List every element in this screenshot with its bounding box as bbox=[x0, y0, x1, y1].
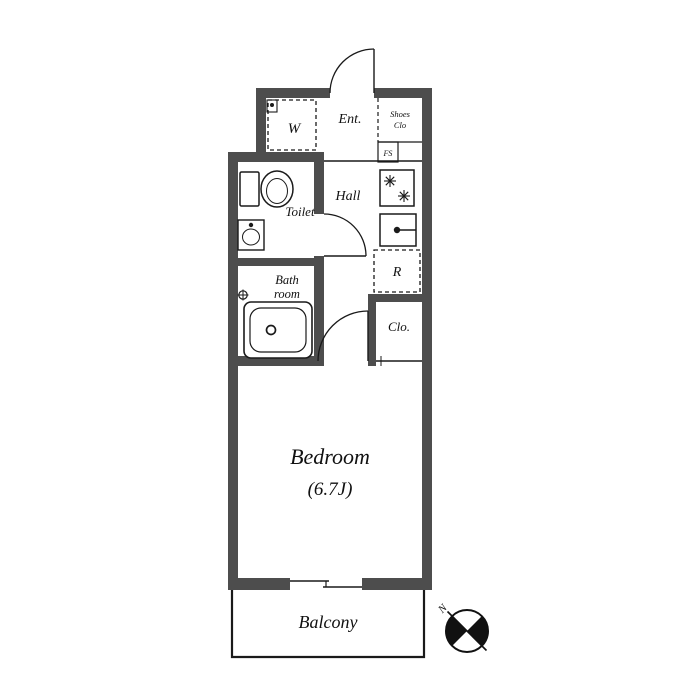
wall-segment bbox=[236, 258, 324, 266]
washer-label: W bbox=[288, 121, 302, 137]
fs-label: FS bbox=[383, 149, 393, 158]
toilet-basin-icon bbox=[237, 219, 265, 251]
kitchen: R bbox=[373, 169, 421, 293]
wall-segment bbox=[422, 88, 432, 590]
entrance-door-arc bbox=[329, 48, 375, 94]
bath-room: Bath room bbox=[237, 273, 313, 359]
wall-segment bbox=[228, 356, 320, 366]
doors bbox=[290, 48, 422, 588]
toilet-bowl-icon bbox=[260, 170, 294, 208]
wall-segment bbox=[314, 152, 324, 214]
balcony-outline bbox=[230, 590, 426, 659]
wall-segment bbox=[228, 152, 324, 162]
entrance-label: Ent. bbox=[338, 112, 362, 127]
wall-segment bbox=[228, 578, 290, 590]
toilet-room: Toilet bbox=[237, 170, 315, 251]
walls bbox=[228, 88, 432, 590]
wall-segment bbox=[314, 256, 324, 366]
bedroom-label: Bedroom bbox=[290, 444, 370, 469]
fs-box bbox=[377, 141, 399, 163]
svg-text:room: room bbox=[274, 287, 300, 301]
shoes-closet-label: Shoes Clo bbox=[390, 109, 411, 130]
toilet-bowl-inner-icon bbox=[266, 178, 288, 204]
svg-text:Shoes: Shoes bbox=[390, 109, 411, 119]
balcony-sliding-door bbox=[290, 580, 362, 588]
stove-icon bbox=[379, 169, 415, 207]
compass-quadrant-east bbox=[467, 616, 489, 646]
wall-segment bbox=[368, 294, 376, 366]
toilet-label: Toilet bbox=[285, 204, 315, 219]
washer-tap-icon bbox=[266, 99, 278, 113]
refrigerator-space-box bbox=[373, 249, 421, 293]
closet-label: Clo. bbox=[388, 319, 410, 334]
wall-segment bbox=[362, 578, 432, 590]
washer-space-box bbox=[267, 99, 317, 151]
svg-text:Clo: Clo bbox=[394, 120, 406, 130]
bedroom-size-label: (6.7J) bbox=[308, 479, 353, 500]
wall-segment bbox=[368, 294, 432, 302]
hall-label: Hall bbox=[335, 189, 361, 204]
wall-segment bbox=[374, 88, 432, 98]
bathtub-icon bbox=[243, 301, 313, 359]
bathroom-label: Bath room bbox=[274, 273, 300, 301]
compass: N bbox=[435, 602, 489, 653]
svg-text:Bath: Bath bbox=[275, 273, 299, 287]
refrigerator-label: R bbox=[392, 265, 402, 280]
wall-segment bbox=[228, 152, 238, 590]
compass-quadrant-west bbox=[445, 616, 467, 646]
wall-segment bbox=[256, 88, 330, 98]
balcony-label: Balcony bbox=[299, 612, 358, 632]
bath-faucet-icon bbox=[237, 289, 249, 301]
toilet-tank-icon bbox=[239, 171, 260, 207]
compass-north-label: N bbox=[435, 602, 450, 617]
balcony: Balcony bbox=[230, 590, 426, 659]
entrance-area: Ent. Shoes Clo FS bbox=[324, 98, 422, 163]
compass-needle bbox=[446, 610, 488, 652]
sink-icon bbox=[379, 213, 417, 247]
bedroom: Bedroom (6.7J) bbox=[290, 444, 370, 500]
wall-segment bbox=[256, 88, 266, 162]
washing-machine-space: W bbox=[266, 99, 317, 151]
bedroom-door-arc bbox=[317, 310, 369, 362]
toilet-door-arc bbox=[323, 213, 367, 257]
